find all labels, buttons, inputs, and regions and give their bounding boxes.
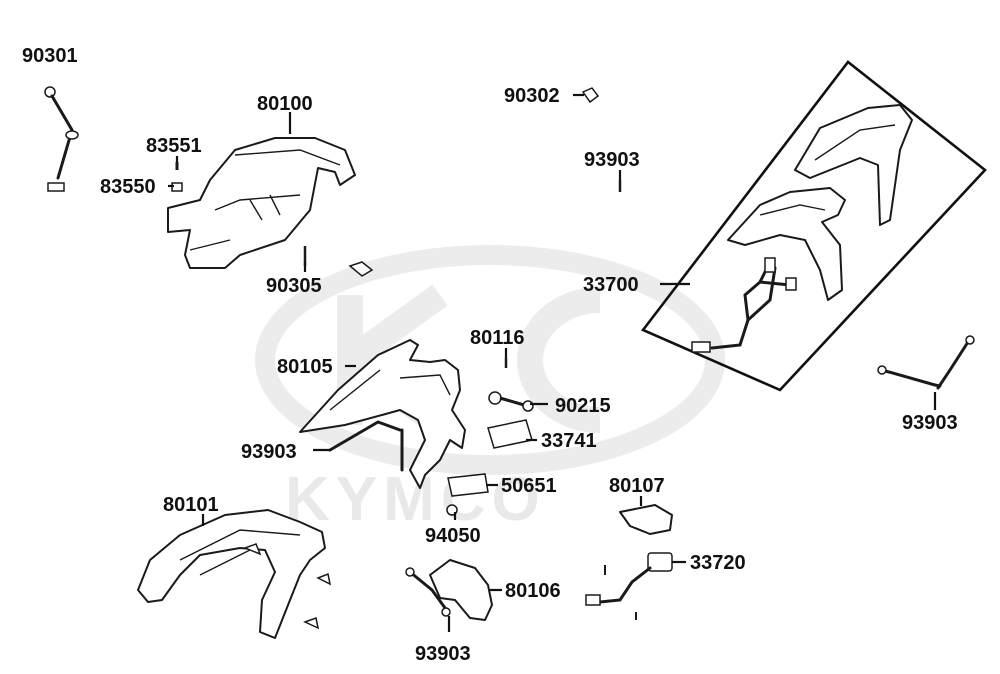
label-80100: 80100 [257, 93, 313, 115]
label-80107: 80107 [609, 475, 665, 497]
assembly-frame [640, 60, 987, 392]
tail-cover-part [794, 104, 913, 226]
lens-80107 [619, 504, 673, 535]
reflector-33741 [487, 419, 533, 449]
screw-set-93903-right [877, 335, 975, 390]
label-83550: 83550 [100, 176, 156, 198]
bolt-90215 [488, 391, 534, 412]
label-90302: 90302 [504, 85, 560, 107]
watermark-c-mark [517, 287, 601, 433]
bolt-set-90301 [44, 86, 79, 192]
rear-cover-80105 [299, 339, 466, 489]
label-83551: 83551 [146, 135, 202, 157]
label-80116: 80116 [470, 327, 525, 349]
part-labels: 90301 80100 83551 83550 90305 90302 9390… [22, 45, 958, 665]
clip-90302 [581, 87, 600, 104]
watermark-brand-text: KYMCO [285, 465, 546, 534]
label-33720: 33720 [690, 552, 746, 574]
label-80105: 80105 [277, 356, 333, 378]
plate-50651 [447, 473, 489, 497]
label-80106: 80106 [505, 580, 561, 602]
label-90301: 90301 [22, 45, 78, 67]
license-bracket-80106 [405, 559, 493, 621]
license-light-33720 [585, 552, 673, 620]
label-90305: 90305 [266, 275, 322, 297]
label-80101: 80101 [163, 494, 219, 516]
tail-light-assembly-box [640, 60, 987, 392]
label-94050: 94050 [425, 525, 481, 547]
label-33700: 33700 [583, 274, 639, 296]
label-93903-mid: 93903 [241, 441, 297, 463]
bolt-90305 [303, 246, 374, 277]
label-33741: 33741 [541, 430, 597, 452]
label-93903-bottom: 93903 [415, 643, 471, 665]
rear-fender-inner-80100 [167, 137, 356, 269]
label-50651: 50651 [501, 475, 557, 497]
rear-carrier-80101 [137, 509, 332, 639]
watermark-oval [255, 245, 725, 475]
tail-light-wiring [710, 260, 792, 350]
label-90215: 90215 [555, 395, 611, 417]
label-93903-right: 93903 [902, 412, 958, 434]
label-93903-top: 93903 [584, 149, 640, 171]
tail-light-housing [727, 187, 846, 301]
leader-lines [168, 93, 937, 632]
